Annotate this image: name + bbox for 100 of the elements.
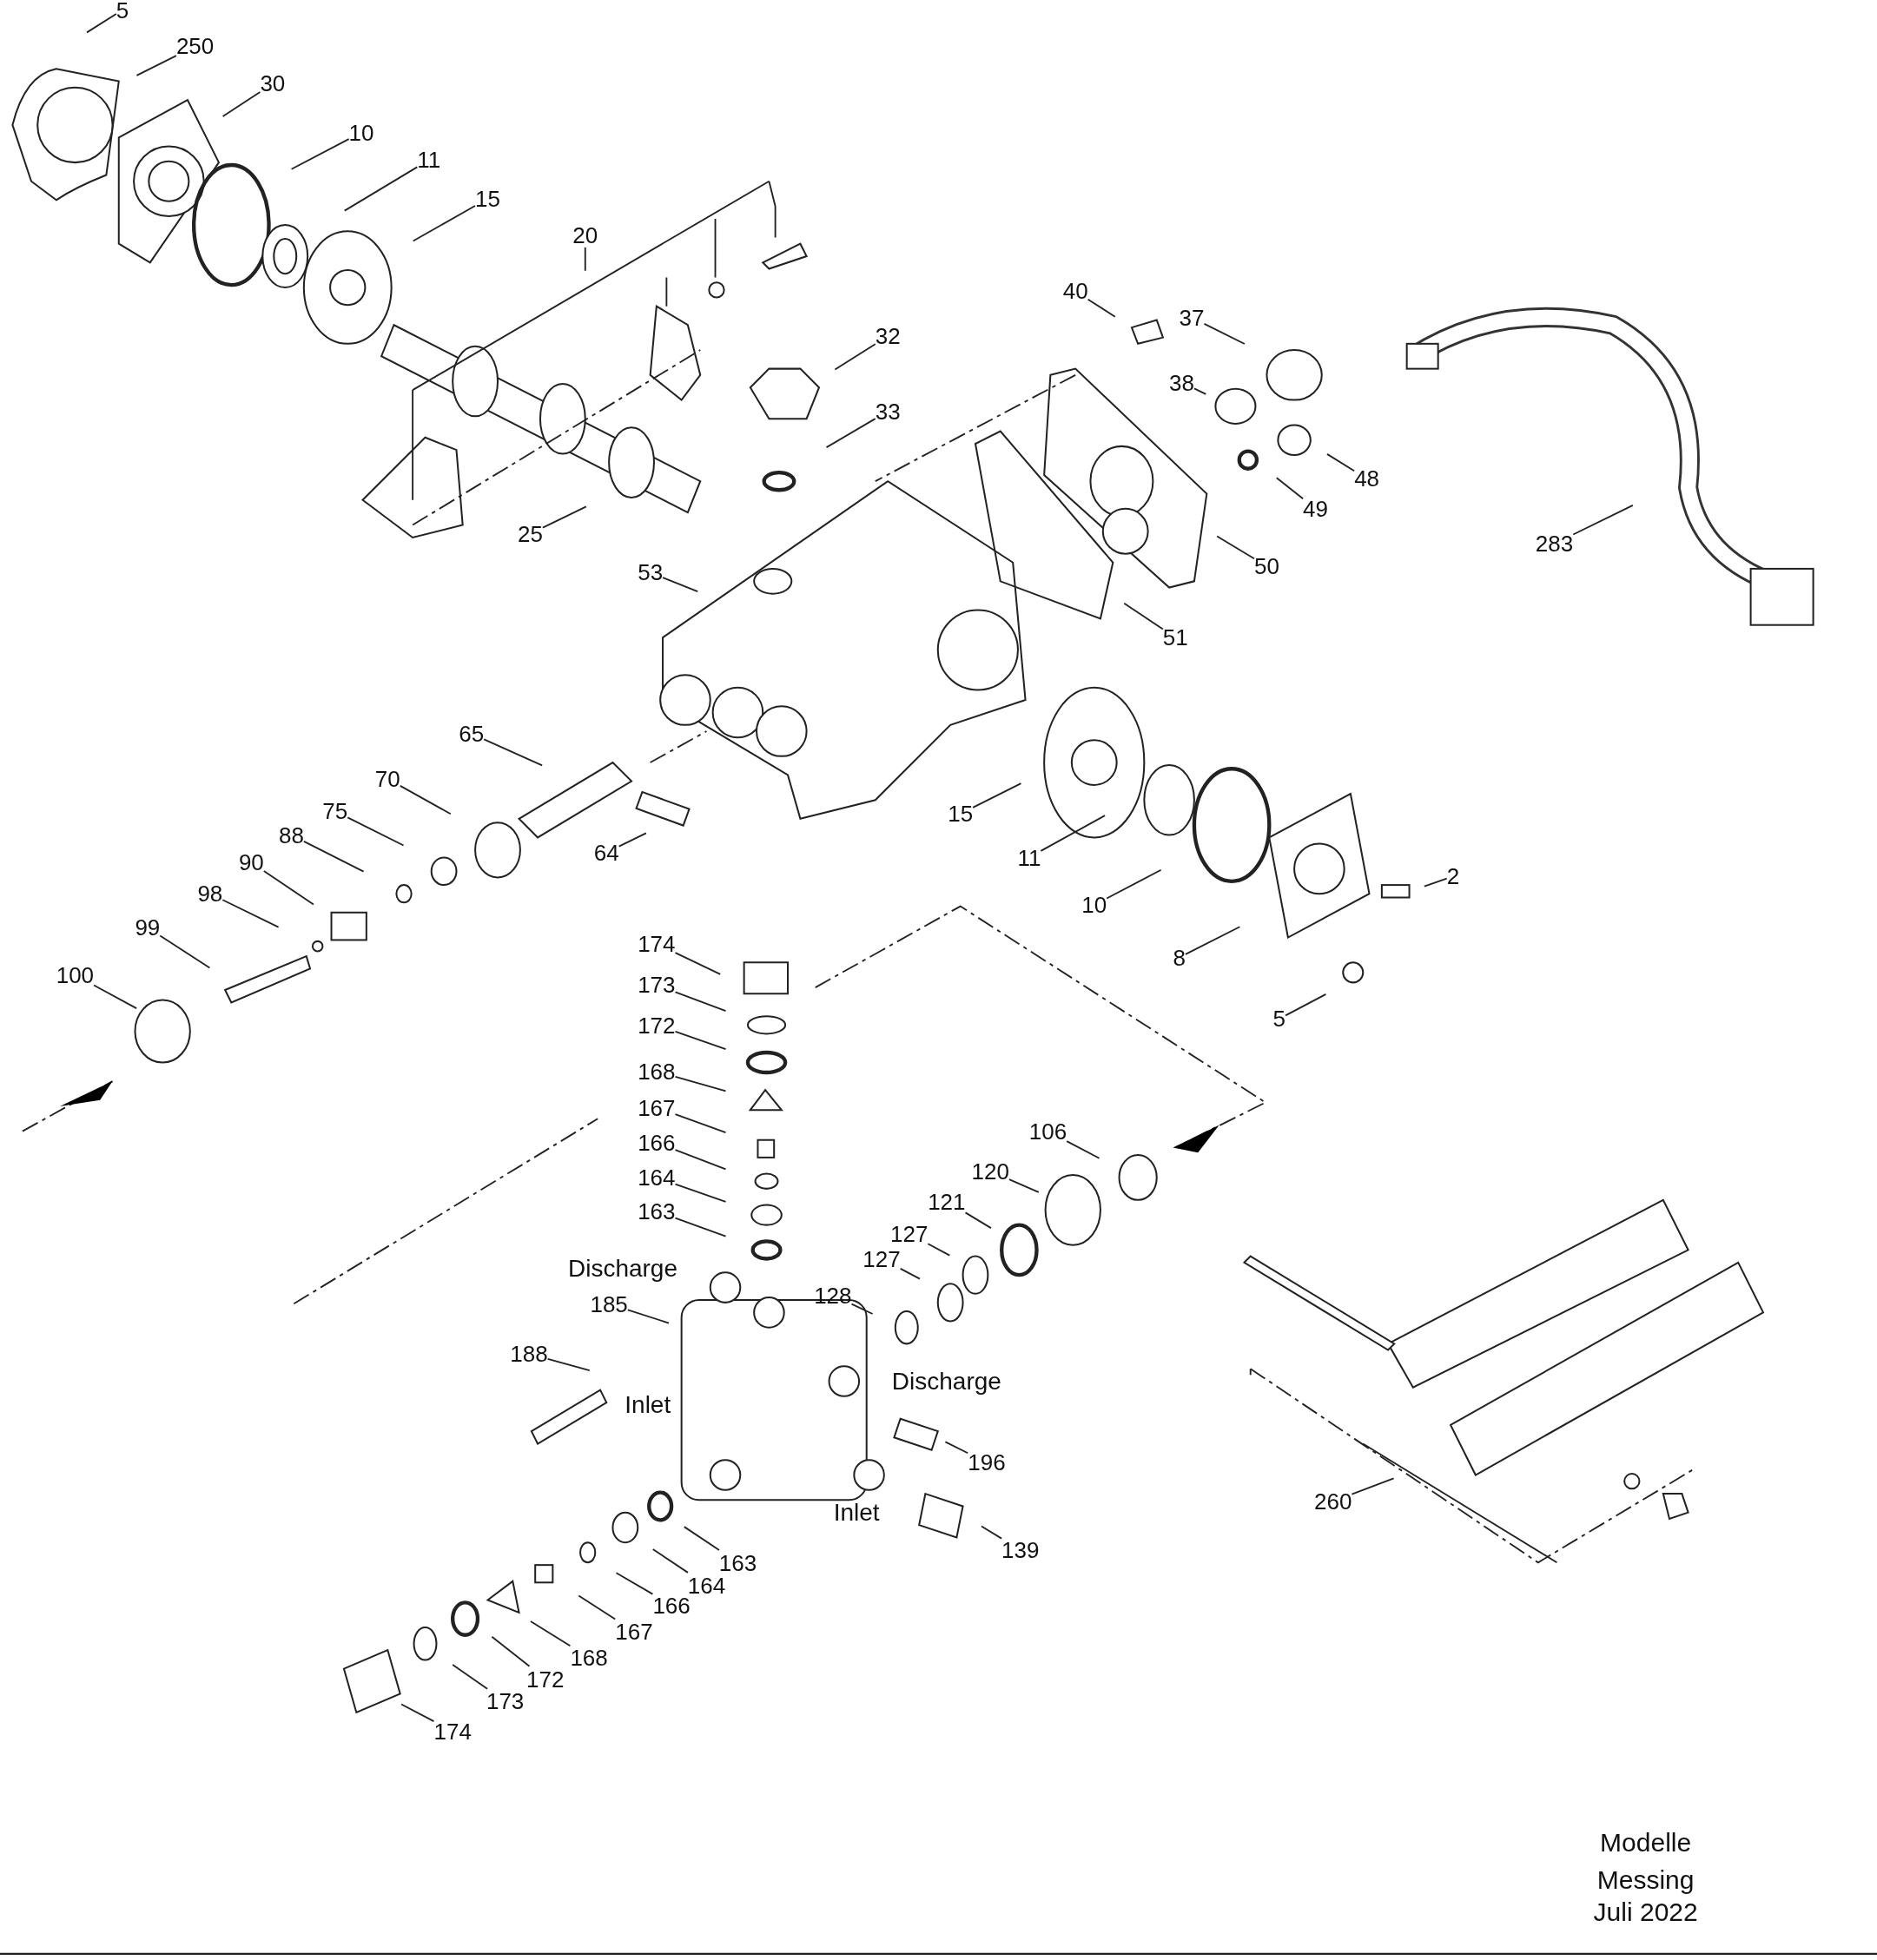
callout-number: 172 xyxy=(526,1666,565,1692)
leader-line xyxy=(1008,1178,1040,1193)
leader-line xyxy=(674,1217,727,1237)
leader-line xyxy=(400,1703,435,1723)
leader-line xyxy=(452,1664,488,1690)
port-label: Discharge xyxy=(891,1368,1001,1396)
leader-line xyxy=(343,166,419,212)
leader-line xyxy=(347,816,405,847)
callout-number: 40 xyxy=(1062,279,1088,304)
callout-number: 121 xyxy=(928,1189,966,1214)
leader-line xyxy=(1351,1477,1395,1495)
callout-number: 5 xyxy=(1272,1006,1286,1032)
leader-line xyxy=(964,1211,992,1230)
leader-line xyxy=(1106,868,1162,900)
leader-line xyxy=(651,1548,689,1574)
callout-number: 11 xyxy=(1017,845,1041,870)
leader-line xyxy=(1040,815,1107,852)
callout-number: 163 xyxy=(718,1550,757,1575)
leader-line xyxy=(1193,387,1207,395)
leader-line xyxy=(1066,1140,1100,1159)
leader-line xyxy=(93,984,138,1010)
callout-number: 11 xyxy=(417,148,441,173)
callout-number: 53 xyxy=(638,560,664,585)
callout-number: 106 xyxy=(1028,1119,1067,1145)
leader-line xyxy=(1275,477,1305,500)
callout-number: 185 xyxy=(590,1291,628,1317)
leader-line xyxy=(399,784,452,815)
callout-number: 164 xyxy=(638,1165,676,1191)
title-block-text: Messing xyxy=(1596,1864,1695,1894)
callout-number: 15 xyxy=(475,186,500,212)
leader-line xyxy=(981,1525,1003,1540)
callout-number: 8 xyxy=(1173,945,1186,971)
leader-line xyxy=(626,1309,670,1324)
callout-number: 38 xyxy=(1169,370,1194,395)
callout-number: 15 xyxy=(948,801,974,827)
callout-number: 168 xyxy=(638,1059,676,1085)
callout-number: 25 xyxy=(517,521,543,547)
callout-number: 49 xyxy=(1303,496,1328,522)
leader-line xyxy=(1203,322,1246,345)
title-block-text: Modelle xyxy=(1600,1827,1692,1857)
leader-line xyxy=(221,90,261,117)
leader-line xyxy=(546,1357,591,1372)
leader-line xyxy=(674,991,727,1013)
callout-number: 196 xyxy=(968,1450,1006,1475)
callout-number: 173 xyxy=(486,1689,525,1714)
leader-line xyxy=(1326,452,1356,472)
port-label: Inlet xyxy=(625,1391,671,1419)
callout-number: 163 xyxy=(638,1198,676,1224)
callout-number: 48 xyxy=(1354,466,1380,492)
leader-line xyxy=(159,934,211,969)
leader-line xyxy=(1572,505,1634,536)
callout-number: 51 xyxy=(1162,624,1188,650)
callout-number: 127 xyxy=(889,1221,929,1247)
callout-number: 32 xyxy=(875,323,901,349)
leader-line xyxy=(483,738,544,767)
leader-line xyxy=(541,505,587,529)
leader-line xyxy=(1423,877,1448,888)
leader-line xyxy=(834,343,876,371)
leader-line xyxy=(1285,993,1327,1017)
leader-line xyxy=(683,1526,720,1551)
leader-line xyxy=(1216,535,1255,560)
callout-number: 168 xyxy=(570,1645,608,1671)
leader-line xyxy=(1087,298,1116,318)
leader-line xyxy=(972,782,1022,808)
callout-number: 172 xyxy=(638,1013,676,1038)
leader-line xyxy=(491,1635,531,1667)
leader-line xyxy=(135,55,177,76)
callout-number: 283 xyxy=(1535,531,1574,557)
callout-number: 20 xyxy=(572,222,598,247)
callout-number: 30 xyxy=(260,71,286,96)
leader-line xyxy=(530,1620,572,1647)
leader-line xyxy=(944,1441,969,1455)
leader-line xyxy=(1184,926,1241,955)
callout-number: 98 xyxy=(197,881,223,907)
callout-number: 10 xyxy=(1081,893,1107,918)
callout-number: 33 xyxy=(875,399,901,424)
callout-number: 70 xyxy=(374,766,400,792)
leader-line xyxy=(927,1243,951,1257)
leader-line xyxy=(674,1030,727,1051)
title-block-text: Juli 2022 xyxy=(1593,1897,1698,1926)
callout-number: 167 xyxy=(615,1619,653,1645)
callout-number: 127 xyxy=(862,1246,901,1272)
port-label: Inlet xyxy=(833,1499,880,1527)
callout-number: 120 xyxy=(971,1158,1009,1185)
leader-line xyxy=(262,870,314,906)
leader-line xyxy=(578,1594,617,1620)
leader-line xyxy=(899,1267,921,1280)
leader-line xyxy=(674,1183,727,1203)
leader-line xyxy=(584,246,586,272)
leader-line xyxy=(850,1303,874,1315)
port-label: Discharge xyxy=(567,1255,677,1283)
leader-line xyxy=(674,1113,727,1134)
leader-line xyxy=(825,418,876,449)
leader-line xyxy=(1123,602,1164,630)
callout-number: 100 xyxy=(56,962,95,988)
leader-line xyxy=(618,832,647,848)
leader-line xyxy=(674,1075,727,1092)
callout-number: 174 xyxy=(433,1719,472,1745)
callout-number: 188 xyxy=(510,1341,548,1367)
callout-number: 173 xyxy=(638,973,676,998)
